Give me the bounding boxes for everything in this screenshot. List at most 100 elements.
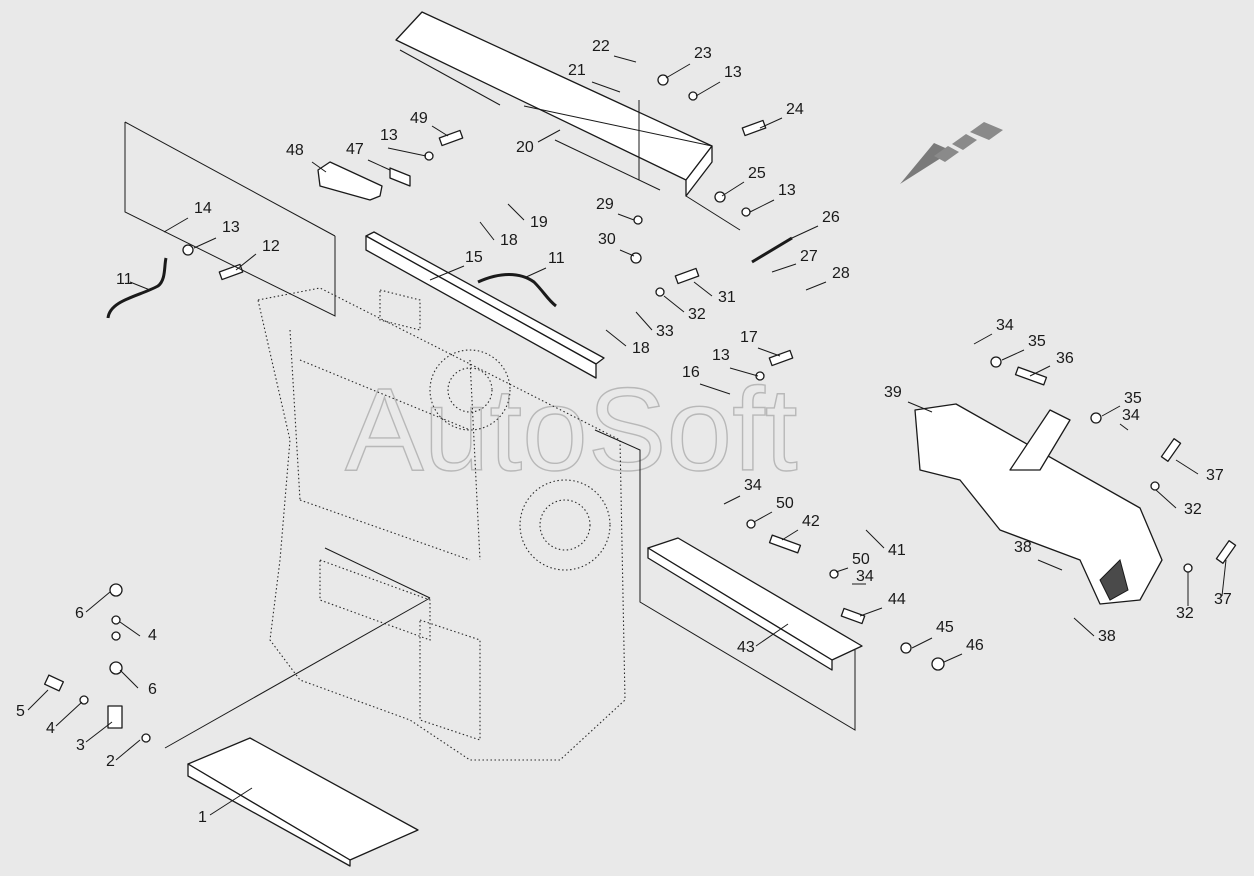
callout-15: 15 [429,249,483,281]
callout-20: 20 [516,129,561,156]
callout-number: 11 [548,250,565,267]
callout-number: 12 [262,238,280,255]
callout-number: 42 [802,513,820,530]
callout-leader-line [27,689,49,711]
callout-number: 37 [1206,467,1224,484]
callout-leader-line [479,221,495,241]
callout-47: 47 [346,141,391,171]
callout-37: 37 [1214,559,1232,608]
callout-33: 33 [635,311,674,340]
callout-18: 18 [605,329,650,357]
callout-number: 45 [936,619,954,636]
callout-number: 32 [1184,501,1202,518]
callout-leader-line [367,159,391,171]
callout-number: 16 [682,364,700,381]
callout-number: 32 [1176,605,1194,622]
callout-number: 35 [1028,333,1046,350]
callout-leader-line [729,367,759,377]
callout-leader-line [387,147,427,157]
callout-44: 44 [859,591,906,617]
callout-12: 12 [235,238,280,271]
callout-36: 36 [1029,350,1074,377]
callout-5: 5 [16,689,49,720]
callout-leader-line [129,281,151,291]
callout-number: 50 [852,551,870,568]
callout-leader-line [723,495,741,505]
fasteners [43,74,1237,743]
callout-leader-line [1221,559,1227,597]
callout-number: 13 [778,182,796,199]
callout-38: 38 [1073,617,1116,645]
callout-leader-line [865,529,885,549]
callout-number: 13 [380,127,398,144]
callout-22: 22 [592,38,637,63]
callout-number: 33 [656,323,674,340]
callout-leader-line [1155,489,1177,509]
callout-number: 34 [996,317,1014,334]
discharge-chute [914,403,1163,605]
callout-number: 38 [1014,539,1032,556]
callout-leader-line [85,591,111,613]
callout-number: 20 [516,139,534,156]
callout-number: 13 [222,219,240,236]
callout-number: 50 [776,495,794,512]
callout-27: 27 [771,248,818,273]
callout-labels: 1234456611111213131313131415161718181920… [16,38,1232,826]
callout-3: 3 [76,721,113,754]
callout-leader-line [721,181,745,197]
callout-leader-line [617,213,635,221]
callout-17: 17 [740,329,781,357]
direction-arrow-icon [900,122,1003,184]
callout-32: 32 [663,295,706,323]
callout-number: 44 [888,591,906,608]
callout-leader-line [85,721,113,743]
callout-number: 36 [1056,350,1074,367]
callout-number: 39 [884,384,902,401]
callout-leader-line [507,203,525,221]
callout-number: 49 [410,110,428,127]
callout-50: 50 [753,495,794,523]
callout-leader-line [693,281,713,297]
callout-number: 41 [888,542,906,559]
callout-13: 13 [712,347,759,377]
callout-13: 13 [749,182,796,213]
callout-number: 31 [718,289,736,306]
callout-29: 29 [596,196,635,221]
callout-leader-line [665,63,691,79]
callout-leader-line [791,225,819,239]
callout-35: 35 [1001,333,1046,361]
callout-26: 26 [791,209,840,239]
callout-leader-line [805,281,827,291]
watermark-text: AutoSoft [345,364,798,496]
callout-48: 48 [286,142,327,173]
hose-left [106,257,168,319]
callout-39: 39 [884,384,933,413]
callout-38: 38 [1014,539,1063,571]
callout-leader-line [1037,559,1063,571]
crossbar [365,231,605,379]
callout-number: 34 [1122,407,1140,424]
callout-2: 2 [106,739,141,770]
bottom-guard-plate [647,537,863,671]
callout-number: 26 [822,209,840,226]
callout-6: 6 [75,591,111,622]
callout-leader-line [235,253,257,271]
callout-35: 35 [1101,390,1142,417]
callout-19: 19 [507,203,548,231]
callout-number: 35 [1124,390,1142,407]
callout-leader-line [613,55,637,63]
callout-leader-line [757,347,781,357]
callout-number: 13 [724,64,742,81]
callout-4: 4 [119,621,157,644]
callout-6: 6 [119,669,157,698]
callout-leader-line [605,329,627,347]
callout-leader-line [163,217,189,233]
callout-number: 4 [148,627,157,644]
callout-32: 32 [1176,572,1194,622]
hose-mid [477,273,557,308]
callout-number: 34 [744,477,762,494]
callout-number: 19 [530,214,548,231]
callout-leader-line [119,621,141,637]
callout-18: 18 [479,221,518,249]
callout-number: 6 [148,681,157,698]
